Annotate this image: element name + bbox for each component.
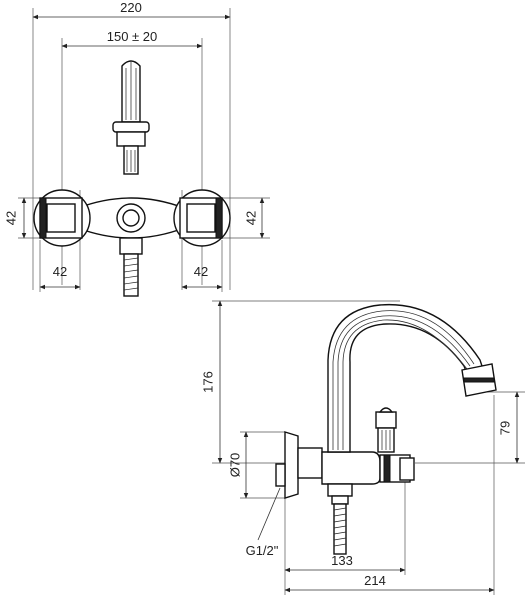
- shower-hose-side: [333, 503, 347, 555]
- dim-flange-diameter: Ø70: [227, 453, 242, 478]
- dim-left-square-width: 42: [53, 264, 67, 279]
- dim-spout-height: 79: [497, 421, 512, 435]
- dim-spout-reach: 214: [364, 573, 386, 588]
- spout: [327, 303, 497, 453]
- left-valve: [33, 189, 91, 247]
- wall-connector: [275, 463, 286, 487]
- center-outlet-inner: [122, 209, 140, 227]
- mixer-body-side: [321, 451, 381, 485]
- dim-thread: G1/2": [246, 543, 279, 558]
- dim-right-square-width: 42: [194, 264, 208, 279]
- hose-nut-side: [331, 495, 349, 505]
- dim-total-height: 176: [200, 371, 215, 393]
- side-view: 176 79 Ø70 G1/2" 133 214: [200, 300, 525, 595]
- thread-leader-line: [257, 487, 281, 541]
- hand-shower: [112, 60, 150, 175]
- shower-hose: [123, 253, 139, 297]
- wall-flange: [284, 431, 299, 499]
- hose-connector-side: [327, 483, 353, 497]
- dim-body-length: 133: [331, 553, 353, 568]
- hose-connector: [119, 237, 143, 255]
- valve-cap-side: [399, 457, 415, 481]
- dim-overall-width: 220: [120, 0, 142, 15]
- top-view: 220 150 ± 20: [3, 0, 270, 297]
- dim-left-square-height: 42: [3, 211, 18, 225]
- right-valve: [173, 189, 231, 247]
- connector-nut: [297, 447, 323, 479]
- dim-center-distance: 150 ± 20: [107, 29, 158, 44]
- lever-handle: [375, 407, 397, 453]
- dim-right-square-height: 42: [243, 211, 258, 225]
